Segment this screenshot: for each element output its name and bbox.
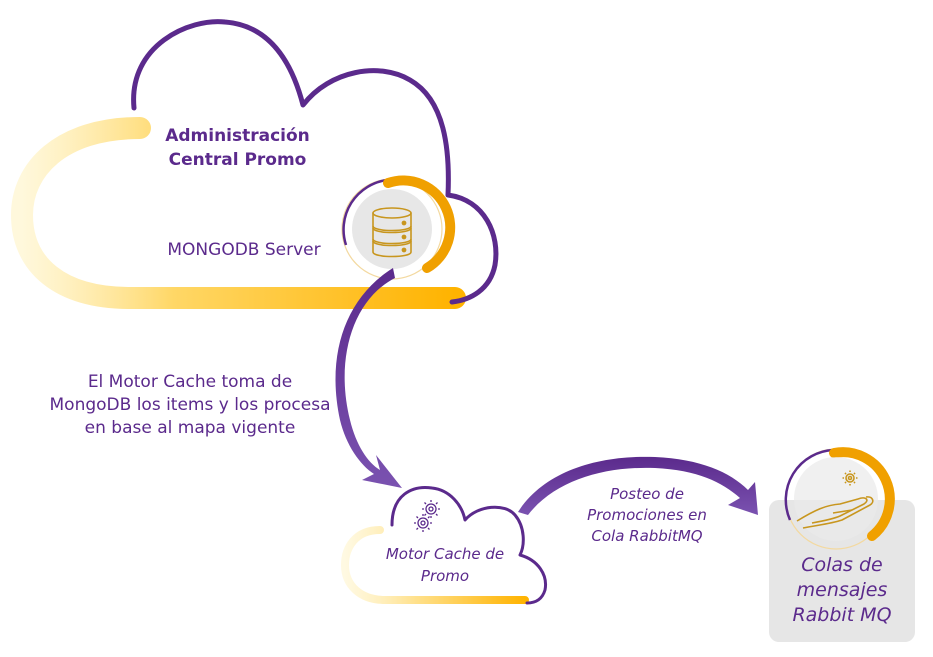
posting-label-line3: Cola RabbitMQ (591, 527, 703, 545)
flow-description-line3: en base al mapa vigente (84, 418, 296, 438)
gears-icon (414, 500, 440, 532)
central-cloud-title: Administración Central Promo (150, 124, 325, 172)
central-title-line2: Central Promo (168, 150, 307, 170)
rabbitmq-label: Colas de mensajes Rabbit MQ (769, 553, 915, 628)
rabbitmq-label-line1: Colas de (801, 554, 883, 576)
arrow-motor-to-rabbit (518, 456, 758, 515)
posting-label-line2: Promociones en (587, 506, 707, 524)
motor-cache-label: Motor Cache de Promo (370, 543, 520, 587)
hand-gear-icon (796, 470, 874, 529)
motor-cache-label-line2: Promo (420, 567, 470, 585)
motor-cloud-purple-outline (390, 485, 548, 605)
motor-cache-cloud (340, 485, 548, 605)
motor-cache-label-line1: Motor Cache de (385, 545, 505, 563)
central-cloud-purple-outline (131, 19, 499, 305)
motor-cloud-gold-stroke (340, 526, 529, 604)
mongodb-server-label: MONGODB Server (167, 240, 321, 260)
arrow-mongo-to-motor (335, 268, 402, 488)
flow-description: El Motor Cache toma de MongoDB los items… (30, 371, 350, 440)
posting-label-line1: Posteo de (610, 485, 684, 503)
central-cloud (10, 19, 499, 309)
posting-label: Posteo de Promociones en Cola RabbitMQ (572, 484, 722, 547)
central-title-line1: Administración (165, 126, 310, 146)
rabbitmq-label-line2: mensajes (796, 579, 888, 601)
flow-description-line2: MongoDB los items y los procesa (49, 395, 331, 415)
database-badge (341, 175, 456, 280)
rabbitmq-label-line3: Rabbit MQ (792, 604, 892, 626)
rabbitmq-badge (784, 447, 895, 550)
flow-description-line1: El Motor Cache toma de (87, 372, 293, 392)
database-icon (372, 207, 412, 258)
central-cloud-gold-stroke (10, 117, 466, 309)
